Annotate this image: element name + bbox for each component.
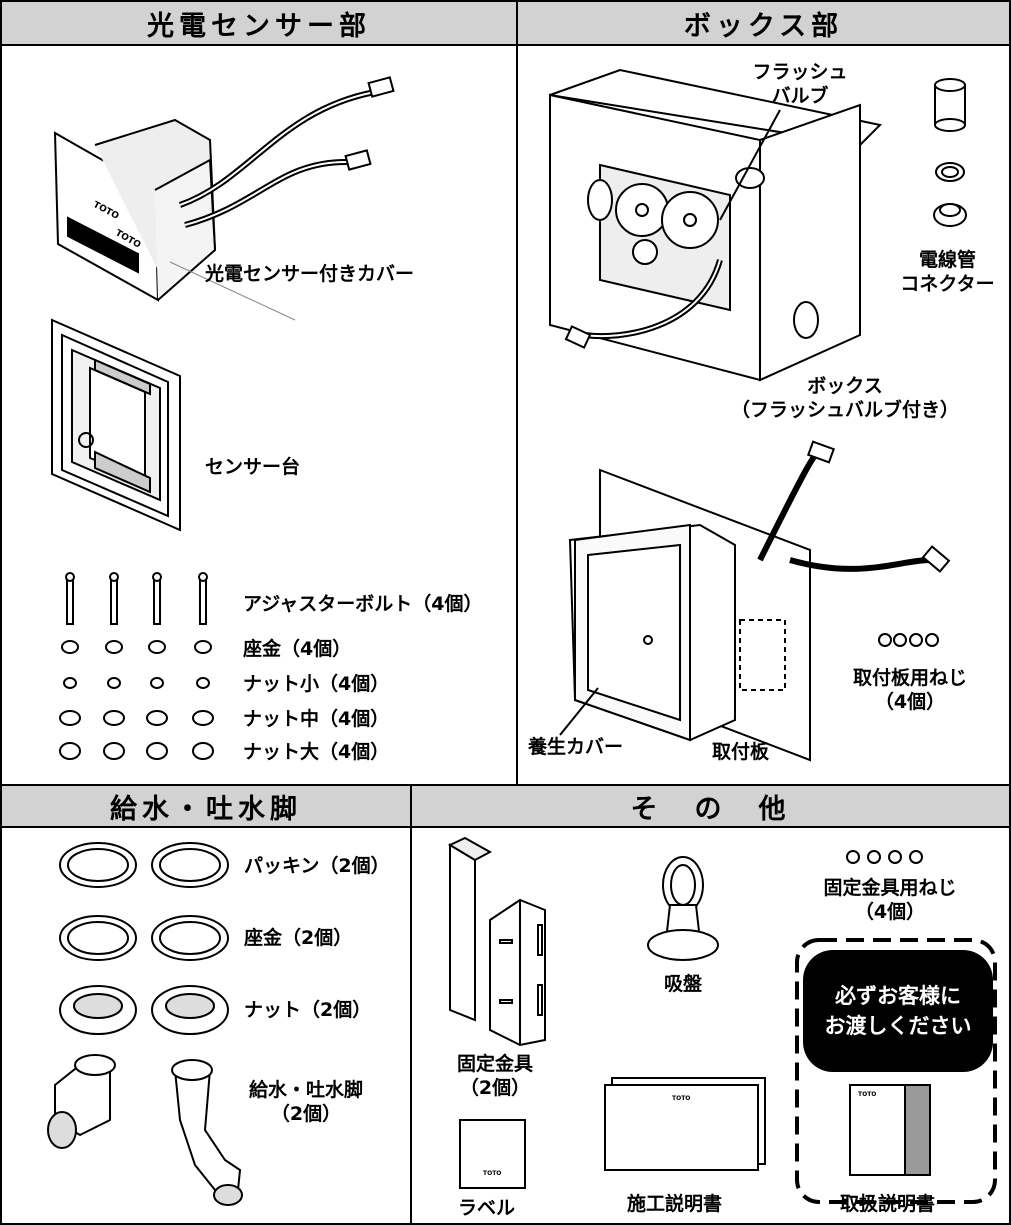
label-fix-screw: 固定金具用ねじ （4個） xyxy=(810,876,970,924)
label-box-line1: ボックス xyxy=(807,375,883,397)
user-manual-illustration xyxy=(849,1084,931,1176)
label-flush-valve: フラッシュ バルブ xyxy=(725,60,875,108)
washer-illustrations xyxy=(61,640,212,654)
label-protective-cover: 養生カバー xyxy=(528,736,624,758)
install-manual-illustration xyxy=(604,1077,766,1171)
label-supply-leg-line1: 給水・吐水脚 xyxy=(248,1079,363,1101)
nut-mid-illustrations xyxy=(59,710,214,726)
sensor-cover-illustration xyxy=(53,76,395,321)
label-bracket: 固定金具 （2個） xyxy=(440,1052,550,1100)
notice-line2: お渡しください xyxy=(824,1014,972,1038)
label-plate-screw: 取付板用ねじ （4個） xyxy=(830,666,990,714)
divider-bottom-vertical xyxy=(410,786,412,1225)
label-conduit-connector: 電線管 コネクター xyxy=(885,248,1010,296)
label-nut-mid: ナット中（4個） xyxy=(243,708,390,730)
label-fix-screw-line1: 固定金具用ねじ xyxy=(823,877,957,899)
label-nut-large: ナット大（4個） xyxy=(243,741,390,763)
label-plate-screw-line2: （4個） xyxy=(874,691,946,713)
label-supply-leg: 給水・吐水脚 （2個） xyxy=(236,1078,376,1126)
label-supply-nut: ナット（2個） xyxy=(244,999,372,1021)
label-bracket-line1: 固定金具 xyxy=(456,1053,533,1075)
label-sensor-cover: 光電センサー付きカバー xyxy=(205,263,415,285)
mounting-plate-illustration xyxy=(559,440,951,762)
svg-text:TOTO: TOTO xyxy=(672,1095,690,1102)
section-header-box: ボックス部 xyxy=(518,2,1009,46)
nut-small-illustrations xyxy=(63,677,210,689)
label-supply-washer: 座金（2個） xyxy=(244,927,353,949)
section-header-sensor: 光電センサー部 xyxy=(2,2,516,46)
label-adjuster-bolt: アジャスターボルト（4個） xyxy=(243,593,483,615)
label-flush-valve-line2: バルブ xyxy=(771,85,829,107)
nut-large-illustrations xyxy=(59,742,214,760)
label-user-manual: 取扱説明書 xyxy=(840,1193,936,1215)
svg-text:TOTO: TOTO xyxy=(483,1170,501,1177)
section-header-supply: 給水・吐水脚 xyxy=(2,786,410,828)
box-illustration xyxy=(549,68,883,382)
label-label-sheet: ラベル xyxy=(458,1197,516,1219)
label-fix-screw-line2: （4個） xyxy=(854,901,926,923)
label-supply-leg-line2: （2個） xyxy=(270,1103,342,1125)
section-header-other: そ の 他 xyxy=(412,786,1009,828)
svg-text:TOTO: TOTO xyxy=(858,1091,876,1098)
label-box: ボックス （フラッシュバルブ付き） xyxy=(720,374,970,422)
label-conduit-line1: 電線管 xyxy=(918,249,976,271)
notice-dashed-border xyxy=(795,938,997,1204)
label-suction-cup: 吸盤 xyxy=(664,973,703,995)
notice-line1: 必ずお客様に xyxy=(835,984,961,1008)
label-bracket-line2: （2個） xyxy=(459,1077,531,1099)
label-washer: 座金（4個） xyxy=(243,638,352,660)
sensor-base-illustration xyxy=(51,318,181,532)
divider-middle xyxy=(0,784,1011,786)
label-nut-small: ナット小（4個） xyxy=(243,673,390,695)
label-plate-screw-line1: 取付板用ねじ xyxy=(852,667,967,689)
bolt-illustrations xyxy=(65,572,208,625)
fix-screw-illustrations xyxy=(846,850,923,864)
label-install-manual: 施工説明書 xyxy=(627,1193,723,1215)
notice-hand-to-customer: 必ずお客様に お渡しください xyxy=(803,950,993,1072)
conduit-connector-illustration xyxy=(933,78,967,227)
suction-cup-illustration xyxy=(647,856,719,961)
supply-illustrations xyxy=(47,842,243,1206)
bracket-illustrations xyxy=(447,836,546,1047)
label-sensor-base: センサー台 xyxy=(205,456,301,478)
label-conduit-line2: コネクター xyxy=(900,273,995,295)
label-packing: パッキン（2個） xyxy=(244,855,390,877)
label-mounting-plate: 取付板 xyxy=(712,741,770,763)
label-flush-valve-line1: フラッシュ xyxy=(752,61,848,83)
label-box-line2: （フラッシュバルブ付き） xyxy=(730,399,959,421)
label-sheet-illustration xyxy=(459,1119,526,1189)
plate-screw-illustrations xyxy=(878,633,939,647)
divider-top-vertical xyxy=(516,0,518,786)
